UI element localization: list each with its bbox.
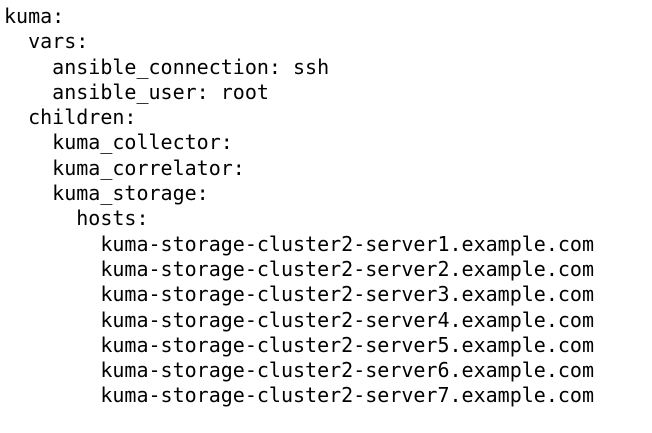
code-line: ansible_connection: ssh (4, 54, 330, 79)
code-line: kuma-storage-cluster2-server6.example.co… (4, 358, 595, 383)
yaml-code-content: kuma: vars: ansible_connection: ssh ansi… (4, 4, 652, 409)
code-line: children: (4, 105, 137, 130)
code-line: kuma_storage: (4, 181, 209, 206)
code-line: kuma-storage-cluster2-server5.example.co… (4, 332, 595, 357)
code-line: vars: (4, 29, 89, 54)
code-line: kuma-storage-cluster2-server7.example.co… (4, 383, 595, 408)
code-line: kuma_correlator: (4, 155, 245, 180)
code-line: kuma-storage-cluster2-server3.example.co… (4, 282, 595, 307)
code-line: kuma-storage-cluster2-server4.example.co… (4, 307, 595, 332)
code-line: ansible_user: root (4, 79, 269, 104)
code-line: kuma-storage-cluster2-server2.example.co… (4, 256, 595, 281)
code-line: kuma_collector: (4, 130, 233, 155)
code-line: kuma-storage-cluster2-server1.example.co… (4, 231, 595, 256)
code-line: hosts: (4, 206, 149, 231)
yaml-code-block[interactable]: kuma: vars: ansible_connection: ssh ansi… (4, 4, 652, 409)
code-line: kuma: (4, 4, 65, 28)
